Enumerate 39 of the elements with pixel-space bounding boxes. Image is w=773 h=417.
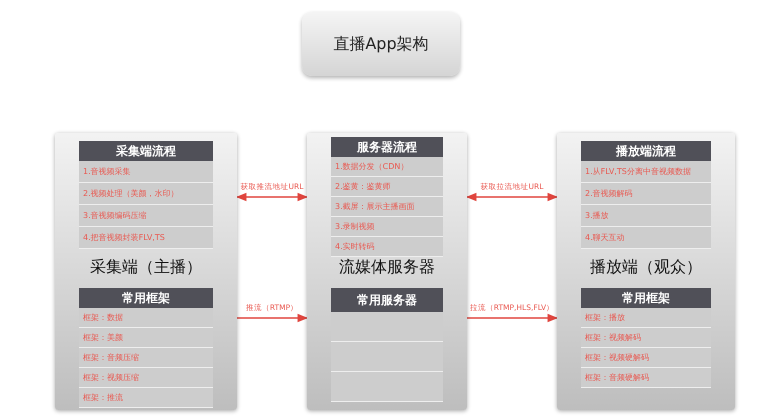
arrow: [237, 314, 308, 322]
section-header: 常用框架: [581, 288, 711, 308]
list-item: 3.截屏：展示主播画面: [331, 197, 443, 217]
list-item: 框架：播放: [581, 308, 711, 328]
column-heading: 流媒体服务器: [338, 257, 436, 278]
arrow: [236, 192, 308, 202]
list-item: 框架：推流: [79, 388, 213, 408]
list-item: 4.实时转码: [331, 237, 443, 257]
list-item: 4.聊天互动: [581, 227, 711, 249]
list-item: 1.音视频采集: [79, 161, 213, 183]
list-item: 框架：音频压缩: [79, 348, 213, 368]
column-panel: [307, 133, 467, 410]
list-item: 4.把音视频封装FLV,TS: [79, 227, 213, 249]
section-header: 服务器流程: [331, 137, 443, 157]
section-header: 播放端流程: [581, 141, 711, 161]
column-heading: 采集端（主播）: [89, 257, 203, 278]
empty-row: [331, 342, 443, 372]
list-item: 框架：音频硬解码: [581, 368, 711, 388]
list-item: 1.从FLV,TS分离中音视频数据: [581, 161, 711, 183]
empty-row: [331, 372, 443, 402]
column-panel: [557, 133, 735, 410]
list-item: 3.音视频编码压缩: [79, 205, 213, 227]
list-item: 框架：数据: [79, 308, 213, 328]
list-item: 2.视频处理（美颜，水印）: [79, 183, 213, 205]
column-panel: [55, 133, 237, 410]
list-item: 框架：视频压缩: [79, 368, 213, 388]
list-item: 2.音视频解码: [581, 183, 711, 205]
column-heading: 播放端（观众）: [589, 257, 703, 278]
list-item: 1.数据分发（CDN）: [331, 157, 443, 177]
section-header: 采集端流程: [79, 141, 213, 161]
list-item: 2.鉴黄：鉴黄师: [331, 177, 443, 197]
title: 直播App架构: [302, 12, 460, 76]
list-item: 3.录制视频: [331, 217, 443, 237]
section-header: 常用框架: [79, 288, 213, 308]
list-item: 3.播放: [581, 205, 711, 227]
arrow: [467, 314, 558, 322]
arrow: [466, 192, 558, 202]
list-item: 框架：视频硬解码: [581, 348, 711, 368]
section-header: 常用服务器: [331, 288, 443, 312]
